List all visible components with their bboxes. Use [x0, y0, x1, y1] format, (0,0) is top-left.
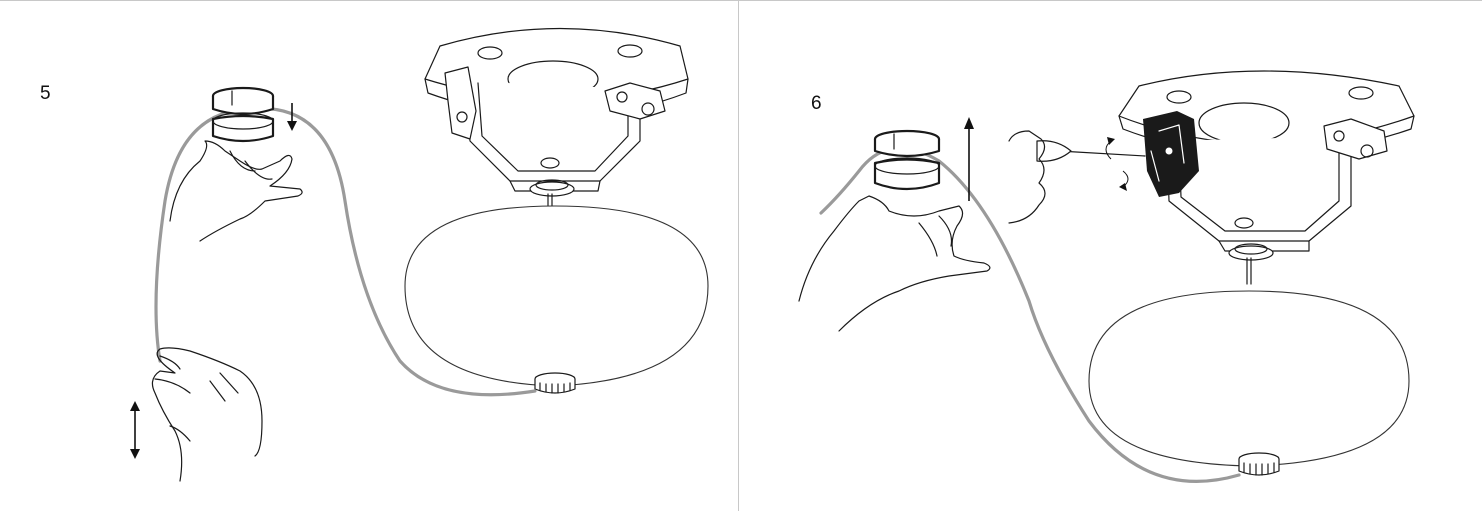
- cable-connector: [211, 86, 275, 143]
- double-arrow-icon: [130, 401, 140, 459]
- upper-hand: [169, 140, 303, 242]
- screwdriver: [1036, 140, 1146, 162]
- camera-dome: [404, 205, 709, 394]
- step-6-panel: 6: [738, 0, 1482, 511]
- arrow-up-icon: [964, 117, 974, 201]
- cable: [154, 106, 537, 397]
- cable-connector: [873, 129, 941, 191]
- step-6-illustration: [798, 70, 1415, 483]
- step-5-illustration: [130, 27, 709, 482]
- cable: [819, 146, 1241, 483]
- arrow-down-icon: [287, 103, 297, 131]
- step-5-panel: 5: [0, 0, 738, 511]
- ceiling-mount: [424, 27, 689, 212]
- rotate-arrow-icon: [1105, 137, 1129, 191]
- camera-dome: [1088, 290, 1410, 476]
- lower-hand: [151, 347, 263, 482]
- holding-hand: [798, 195, 991, 332]
- step-number: 5: [40, 83, 51, 104]
- screwdriver-hand: [1008, 130, 1046, 224]
- ceiling-mount: [1118, 70, 1415, 285]
- step-number: 6: [811, 93, 822, 114]
